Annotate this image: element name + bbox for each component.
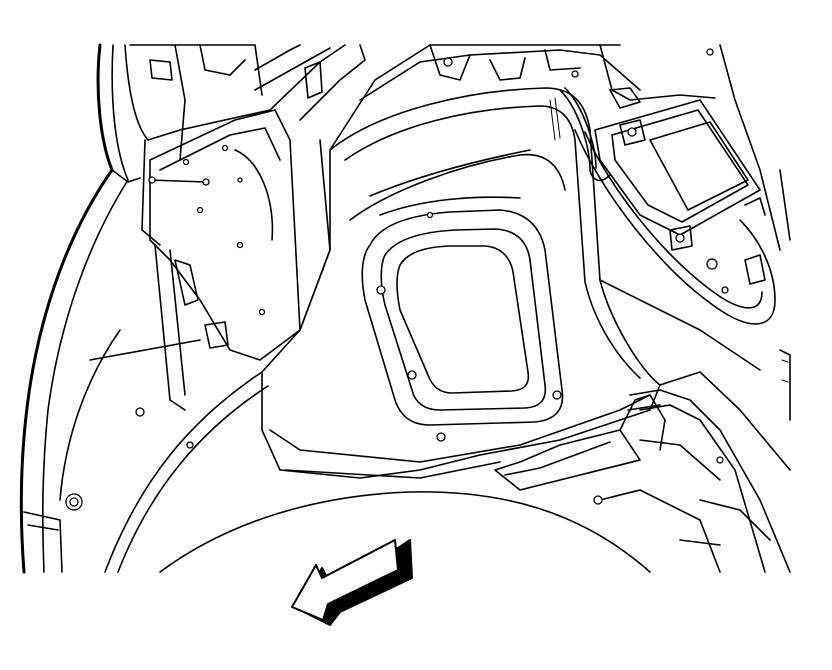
wheel-well-housing bbox=[261, 87, 761, 479]
control-module bbox=[594, 87, 766, 251]
inner-pillar bbox=[154, 44, 366, 411]
access-opening bbox=[361, 209, 564, 442]
outer-body-panel bbox=[19, 43, 149, 574]
body-holes bbox=[65, 177, 434, 511]
lower-bracket bbox=[494, 394, 666, 491]
module-tray bbox=[574, 129, 776, 325]
wiring-harness bbox=[549, 87, 611, 182]
upper-pillar-bracket bbox=[129, 44, 331, 246]
right-lower-structure bbox=[593, 169, 791, 573]
wheelhouse-arcs bbox=[59, 329, 651, 573]
forward-arrow-icon bbox=[291, 539, 413, 626]
mounting-bracket-plate bbox=[148, 109, 301, 361]
upper-right-panel bbox=[329, 44, 781, 251]
